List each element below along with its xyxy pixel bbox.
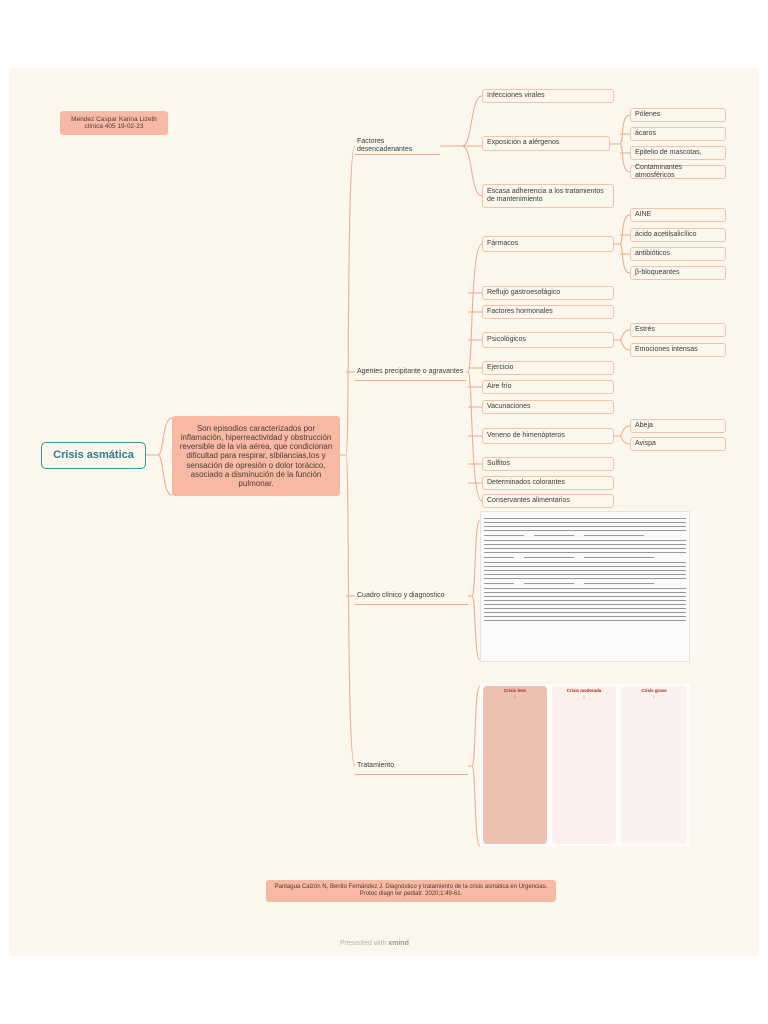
treatment-flowchart-image: Crisis leve ↓ Crisis moderada ↓ Crisis g… [480,684,690,846]
agentes-item-vacunaciones[interactable]: Vacunaciones [482,400,614,414]
agentes-item-conservantes[interactable]: Conservantes alimentarios [482,494,614,508]
reference-text: Pantagua Calzón N, Benito Fernández J. D… [274,884,548,897]
alergeno-label: Pólenes [635,110,661,118]
branch-agentes-label: Agentes precipitante o agravantes [357,367,464,375]
flow-moderada-title: Crisis moderada [566,688,602,693]
factores-item-label: Exposición a alérgenos [487,139,560,147]
agentes-item-label: Factores hormonales [487,307,553,315]
agentes-item-label: Determinados colorantes [487,478,565,486]
agentes-item-colorantes[interactable]: Determinados colorantes [482,476,614,490]
farmaco-antibioticos[interactable]: antibióticos [630,247,726,261]
agentes-item-reflujo[interactable]: Reflujo gastroesofágico [482,286,614,300]
farmaco-label: AINE [635,210,652,218]
flow-leve-title: Crisis leve [504,688,526,693]
footer-prefix: Presented with [340,940,389,947]
agentes-item-label: Fármacos [487,239,519,247]
arrow-icon: ↓ [652,694,656,701]
factores-item-label: Escasa adherencia a los tratamientos de … [487,187,604,203]
veneno-avispa[interactable]: Avispa [630,437,726,451]
agentes-item-farmacos[interactable]: Fármacos [482,236,614,252]
psicologico-emociones[interactable]: Emociones intensas [630,343,726,357]
farmaco-aine[interactable]: AINE [630,208,726,222]
agentes-item-hormonales[interactable]: Factores hormonales [482,305,614,319]
branch-factores-label: Factores desencadenantes [357,137,413,153]
definition-node[interactable]: Son episodios caracterizados por inflama… [172,416,340,496]
agentes-item-psicologicos[interactable]: Psicológicos [482,332,614,348]
agentes-item-label: Sulfitos [487,459,510,467]
psicologico-label: Estrés [635,325,655,333]
psicologico-estres[interactable]: Estrés [630,323,726,337]
alergeno-label: Epitelio de mascotas, [635,148,702,156]
agentes-item-veneno[interactable]: Veneno de himenópteros [482,428,614,444]
factores-item-infecciones[interactable]: Infecciones virales [482,89,614,103]
arrow-icon: ↓ [582,694,586,701]
branch-tratamiento-label: Tratamiento [357,761,395,769]
branch-tratamiento[interactable]: Tratamiento [355,759,468,775]
arrow-icon: ↓ [513,694,517,701]
flow-grave-title: Crisis grave [641,688,667,693]
alergeno-contaminantes[interactable]: Contaminantes atmosféricos [630,163,726,179]
alergeno-label: Contaminantes atmosféricos [635,163,683,179]
alergeno-acaros[interactable]: ácaros [630,127,726,141]
alergeno-polenes[interactable]: Pólenes [630,108,726,122]
reference-node[interactable]: Pantagua Calzón N, Benito Fernández J. D… [266,880,556,902]
root-label: Crisis asmática [53,449,134,462]
veneno-abeja[interactable]: Abeja [630,419,726,433]
agentes-item-aire-frio[interactable]: Aire frío [482,380,614,394]
agentes-item-ejercicio[interactable]: Ejercicio [482,361,614,375]
agentes-item-label: Veneno de himenópteros [487,431,565,439]
agentes-item-label: Aire frío [487,382,512,390]
agentes-item-sulfitos[interactable]: Sulfitos [482,457,614,471]
farmaco-label: ácido acetilsalicílico [635,230,697,238]
factores-item-adherencia[interactable]: Escasa adherencia a los tratamientos de … [482,184,614,208]
veneno-label: Avispa [635,439,656,447]
psicologico-label: Emociones intensas [635,345,698,353]
farmaco-bbloqueantes[interactable]: β-bloqueantes [630,266,726,280]
definition-text: Son episodios caracterizados por inflama… [179,423,333,488]
branch-agentes[interactable]: Agentes precipitante o agravantes [355,365,466,381]
alergeno-label: ácaros [635,129,657,137]
author-name: Mendez Caspar Karina Lizeth [71,115,157,123]
agentes-item-label: Vacunaciones [487,402,531,410]
author-clinic: clínica 405 19-02-23 [84,123,144,130]
veneno-label: Abeja [635,421,653,429]
branch-factores[interactable]: Factores desencadenantes [355,137,440,155]
agentes-item-label: Conservantes alimentarios [487,496,570,504]
farmaco-label: antibióticos [635,249,671,257]
author-note[interactable]: Mendez Caspar Karina Lizeth clínica 405 … [60,111,168,135]
farmaco-aas[interactable]: ácido acetilsalicílico [630,228,726,242]
agentes-item-label: Ejercicio [487,363,514,371]
branch-cuadro[interactable]: Cuadro clínico y diagnostico [355,589,468,605]
factores-item-alergenos[interactable]: Exposición a alérgenos [482,136,610,151]
farmaco-label: β-bloqueantes [635,268,680,276]
agentes-item-label: Reflujo gastroesofágico [487,288,561,296]
root-topic[interactable]: Crisis asmática [41,442,146,469]
presented-with-footer: Presented with xmind [340,940,409,947]
factores-item-label: Infecciones virales [487,91,545,99]
alergeno-epitelio[interactable]: Epitelio de mascotas, [630,146,726,160]
severity-table-image [480,511,690,662]
agentes-item-label: Psicológicos [487,335,526,343]
branch-cuadro-label: Cuadro clínico y diagnostico [357,591,445,599]
xmind-logo: xmind [388,940,409,947]
